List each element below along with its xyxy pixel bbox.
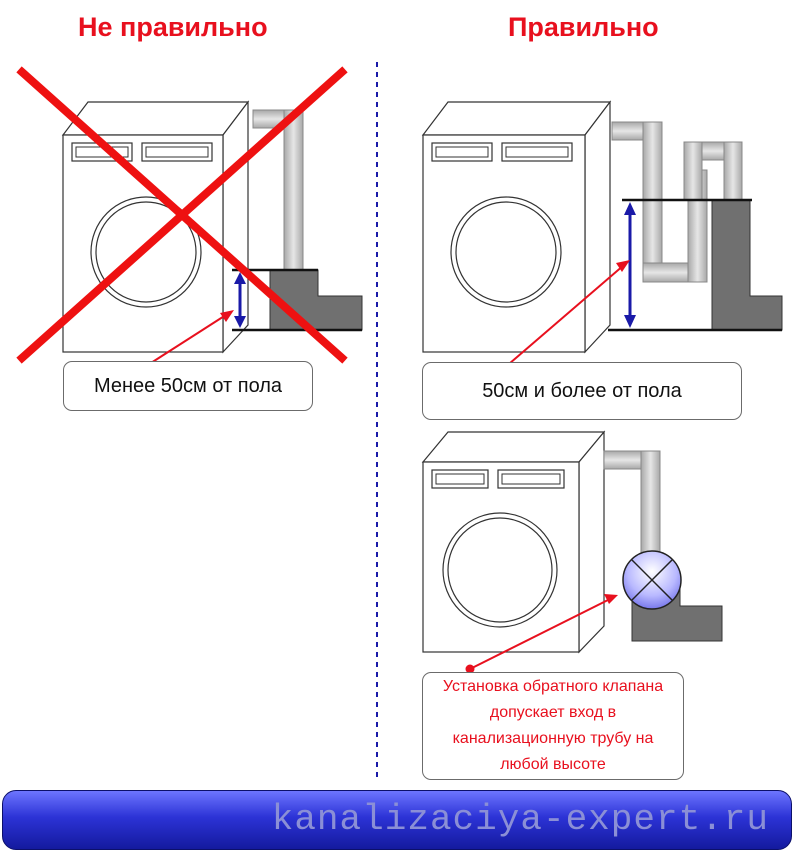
site-watermark: kanalizaciya-expert.ru — [271, 799, 769, 840]
drain-hose-siphon — [611, 121, 743, 283]
pointer-valve — [465, 594, 618, 674]
wrong-title: Не правильно — [78, 12, 268, 42]
right-title: Правильно — [508, 12, 659, 42]
washing-machine-valve — [421, 430, 606, 654]
washing-machine-right — [421, 100, 612, 354]
label-check-valve: Установка обратного клапана допускает вх… — [422, 672, 684, 780]
label-less-than-50cm: Менее 50см от пола — [63, 361, 313, 411]
height-arrow-wrong — [234, 272, 246, 328]
height-arrow-right — [624, 202, 636, 328]
washing-machine-wrong — [61, 100, 250, 354]
footer-banner: kanalizaciya-expert.ru — [2, 790, 792, 850]
cross-icon — [16, 66, 348, 364]
drain-hose-valve — [603, 450, 661, 564]
check-valve-icon — [622, 550, 682, 610]
label-50cm-or-more: 50см и более от пола — [422, 362, 742, 420]
sewer-pipe-right — [608, 198, 783, 332]
